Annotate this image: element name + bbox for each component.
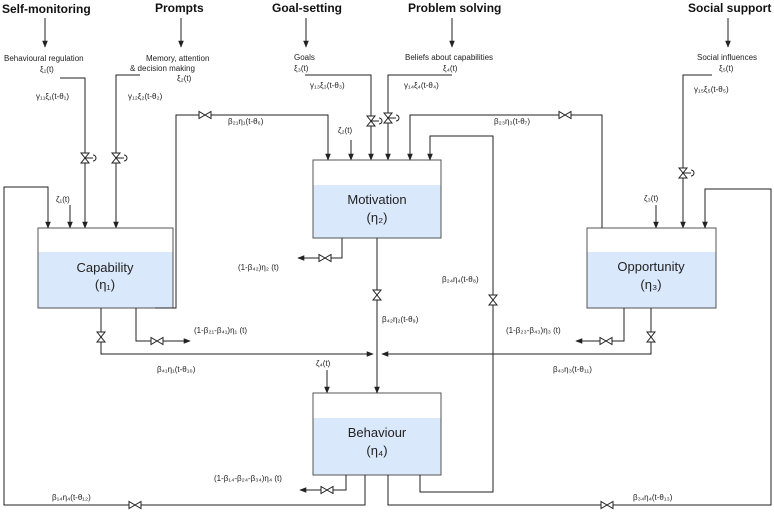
valve-beta43 — [646, 331, 656, 343]
path-gamma11 — [60, 77, 88, 229]
label-beta23: β₂₃η₃(t-θ₇) — [494, 117, 530, 126]
input-goals: Goals — [294, 53, 315, 62]
valve-beta41 — [96, 331, 106, 343]
path-beta41 — [100, 308, 374, 357]
input-xi5: ξ₅(t) — [719, 64, 734, 73]
motivation-box — [312, 159, 442, 239]
label-gamma11: γ₁₁ξ₁(t-θ₁) — [36, 92, 69, 101]
path-gamma14 — [385, 74, 452, 161]
valve-beta14 — [128, 501, 142, 509]
label-outflow-behaviour: (1-β₁₄-β₂₄-β₃₄)η₄ (t) — [214, 474, 282, 483]
header-self-monitoring: Self-monitoring — [2, 2, 91, 16]
path-gamma15 — [680, 74, 712, 229]
valve-outflow-behaviour — [320, 486, 334, 494]
input-memory-line1: Memory, attention — [146, 54, 209, 63]
label-gamma13: γ₁₃ξ₃(t-θ₃) — [310, 81, 345, 90]
path-outflow-behaviour — [299, 475, 347, 493]
motivation-symbol: (η₂) — [367, 210, 388, 225]
path-gamma12 — [113, 74, 140, 229]
label-beta42: β₄₂η₂(t-θ₉) — [382, 315, 419, 324]
label-zeta3: ζ₃(t) — [644, 194, 659, 203]
path-beta14 — [3, 186, 366, 506]
valve-gamma14 — [383, 112, 400, 124]
label-gamma12: γ₁₂ξ₂(t-θ₂) — [128, 92, 163, 101]
valve-gamma11 — [80, 152, 97, 164]
label-beta34: β₃₄η₄(t-θ₁₃) — [633, 493, 673, 502]
path-beta23 — [407, 114, 603, 228]
path-beta43 — [381, 308, 652, 357]
valve-beta21 — [198, 111, 212, 119]
header-prompts: Prompts — [155, 1, 204, 15]
path-beta21 — [155, 114, 331, 309]
input-xi4: ξ₄(t) — [443, 64, 458, 73]
label-zeta1: ζ₁(t) — [56, 195, 70, 204]
valve-gamma15 — [678, 167, 695, 179]
input-xi3: ξ₃(t) — [294, 64, 309, 73]
label-zeta4: ζ₄(t) — [316, 359, 331, 368]
label-beta21: β₂₁η₁(t-θ₆) — [228, 117, 264, 126]
path-outflow-motivation — [297, 238, 343, 261]
behaviour-symbol: (η₄) — [366, 443, 387, 458]
header-social-support: Social support — [688, 1, 771, 15]
opportunity-title: Opportunity — [617, 259, 685, 274]
capability-box — [37, 227, 174, 309]
label-gamma14: γ₁₄ξ₄(t-θ₄) — [404, 81, 439, 90]
input-xi1: ξ₁(t) — [40, 65, 54, 74]
valve-gamma12 — [111, 152, 128, 164]
behaviour-box — [312, 392, 442, 476]
label-outflow-capability: (1-β₂₁-β₄₁)η₁ (t) — [194, 326, 247, 335]
valve-beta23 — [558, 111, 572, 119]
input-xi2: ξ₂(t) — [177, 74, 192, 83]
label-beta41: β₄₁η₁(t-θ₁₀) — [157, 365, 196, 374]
label-beta43: β₄₃η₃(t-θ₁₁) — [553, 365, 592, 374]
path-beta34 — [387, 188, 772, 506]
path-outflow-capability — [135, 308, 191, 344]
path-beta24 — [419, 135, 494, 493]
label-outflow-motivation: (1-β₄₂)η₂ (t) — [238, 263, 279, 272]
header-problem-solving: Problem solving — [408, 1, 501, 15]
label-beta14: β₁₄η₄(t-θ₁₂) — [52, 493, 91, 502]
valve-beta24 — [488, 294, 498, 306]
label-outflow-opportunity: (1-β₂₃-β₄₃)η₃ (t) — [506, 326, 561, 335]
label-beta24: β₂₄η₄(t-θ₈) — [442, 275, 479, 284]
capability-title: Capability — [76, 260, 134, 275]
input-social-influences: Social influences — [697, 53, 757, 62]
valve-gamma13 — [366, 115, 383, 127]
label-gamma15: γ₁₅ξ₅(t-θ₅) — [694, 85, 729, 94]
path-gamma13 — [305, 74, 374, 161]
input-behavioural-regulation: Behavioural regulation — [4, 54, 84, 63]
valve-beta42 — [372, 289, 382, 301]
valve-outflow-capability — [150, 337, 164, 345]
label-zeta2: ζ₂(t) — [338, 126, 353, 135]
header-goal-setting: Goal-setting — [272, 1, 342, 15]
path-outflow-opportunity — [575, 308, 625, 344]
input-beliefs: Beliefs about capabilities — [405, 53, 493, 62]
input-memory-line2: & decision making — [130, 64, 195, 73]
motivation-title: Motivation — [347, 192, 406, 207]
valve-outflow-opportunity — [599, 337, 613, 345]
capability-symbol: (η₁) — [95, 277, 115, 292]
behaviour-title: Behaviour — [348, 425, 407, 440]
valve-beta34 — [600, 501, 614, 509]
valve-outflow-motivation — [318, 254, 332, 262]
opportunity-symbol: (η₃) — [640, 277, 661, 292]
